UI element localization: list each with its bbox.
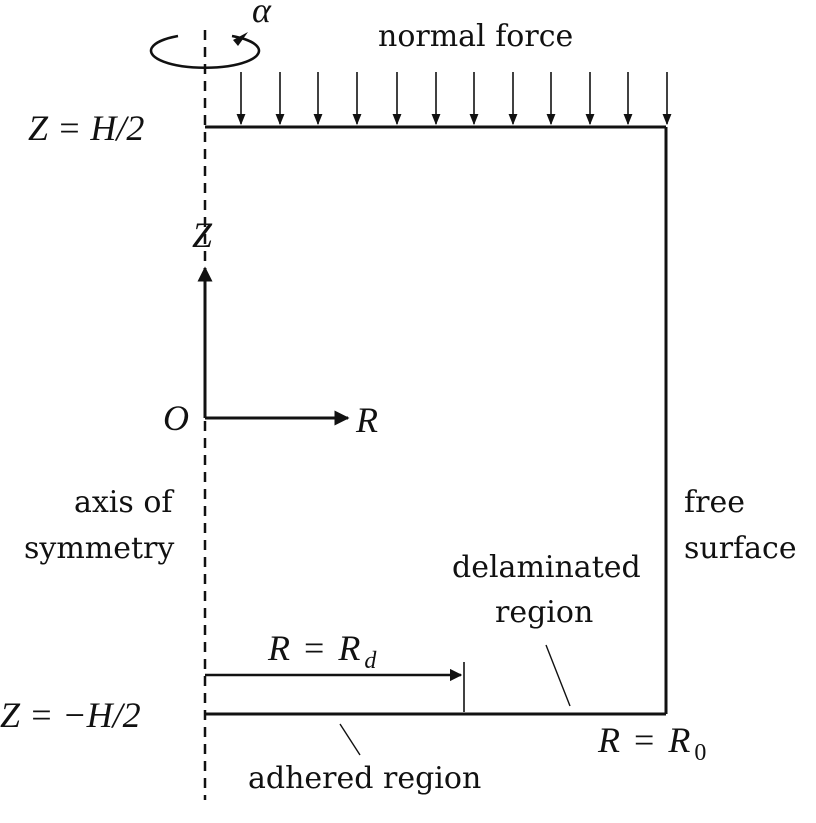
free-surface-label-line1: free: [684, 485, 745, 520]
axis-of-symmetry-label-line2: symmetry: [24, 531, 174, 566]
axis-of-symmetry-label-line1: axis of: [74, 485, 174, 520]
delaminated-region-label-line1: delaminated: [452, 550, 641, 585]
rd-var: R: [267, 628, 290, 668]
rotation-alpha-label: α: [252, 0, 272, 30]
r-axis-label: R: [355, 400, 378, 440]
r0-var: R: [597, 720, 620, 760]
z-axis-label: Z: [192, 215, 213, 255]
r0-rhs: R: [667, 720, 690, 760]
rd-rhs: R: [337, 628, 360, 668]
r0-label: R = R 0: [597, 720, 706, 766]
rotation-indicator: [149, 32, 261, 69]
z-top-label: Z = H/2: [28, 108, 144, 148]
delaminated-region-label-line2: region: [495, 595, 593, 630]
free-surface-label-line2: surface: [684, 531, 797, 566]
normal-force-label: normal force: [378, 19, 573, 54]
delaminated-leader-line: [545, 644, 571, 707]
r0-sub: 0: [694, 740, 706, 766]
adhered-region-label: adhered region: [248, 761, 481, 796]
z-bottom-label: Z = −H/2: [0, 695, 141, 735]
rd-sub: d: [364, 648, 377, 674]
rd-eq: =: [304, 628, 324, 668]
normal-force-arrows: [236, 72, 672, 126]
r0-eq: =: [634, 720, 654, 760]
adhered-leader-line: [339, 723, 361, 756]
rd-label: R = R d: [267, 628, 377, 674]
origin-label: O: [163, 398, 189, 438]
